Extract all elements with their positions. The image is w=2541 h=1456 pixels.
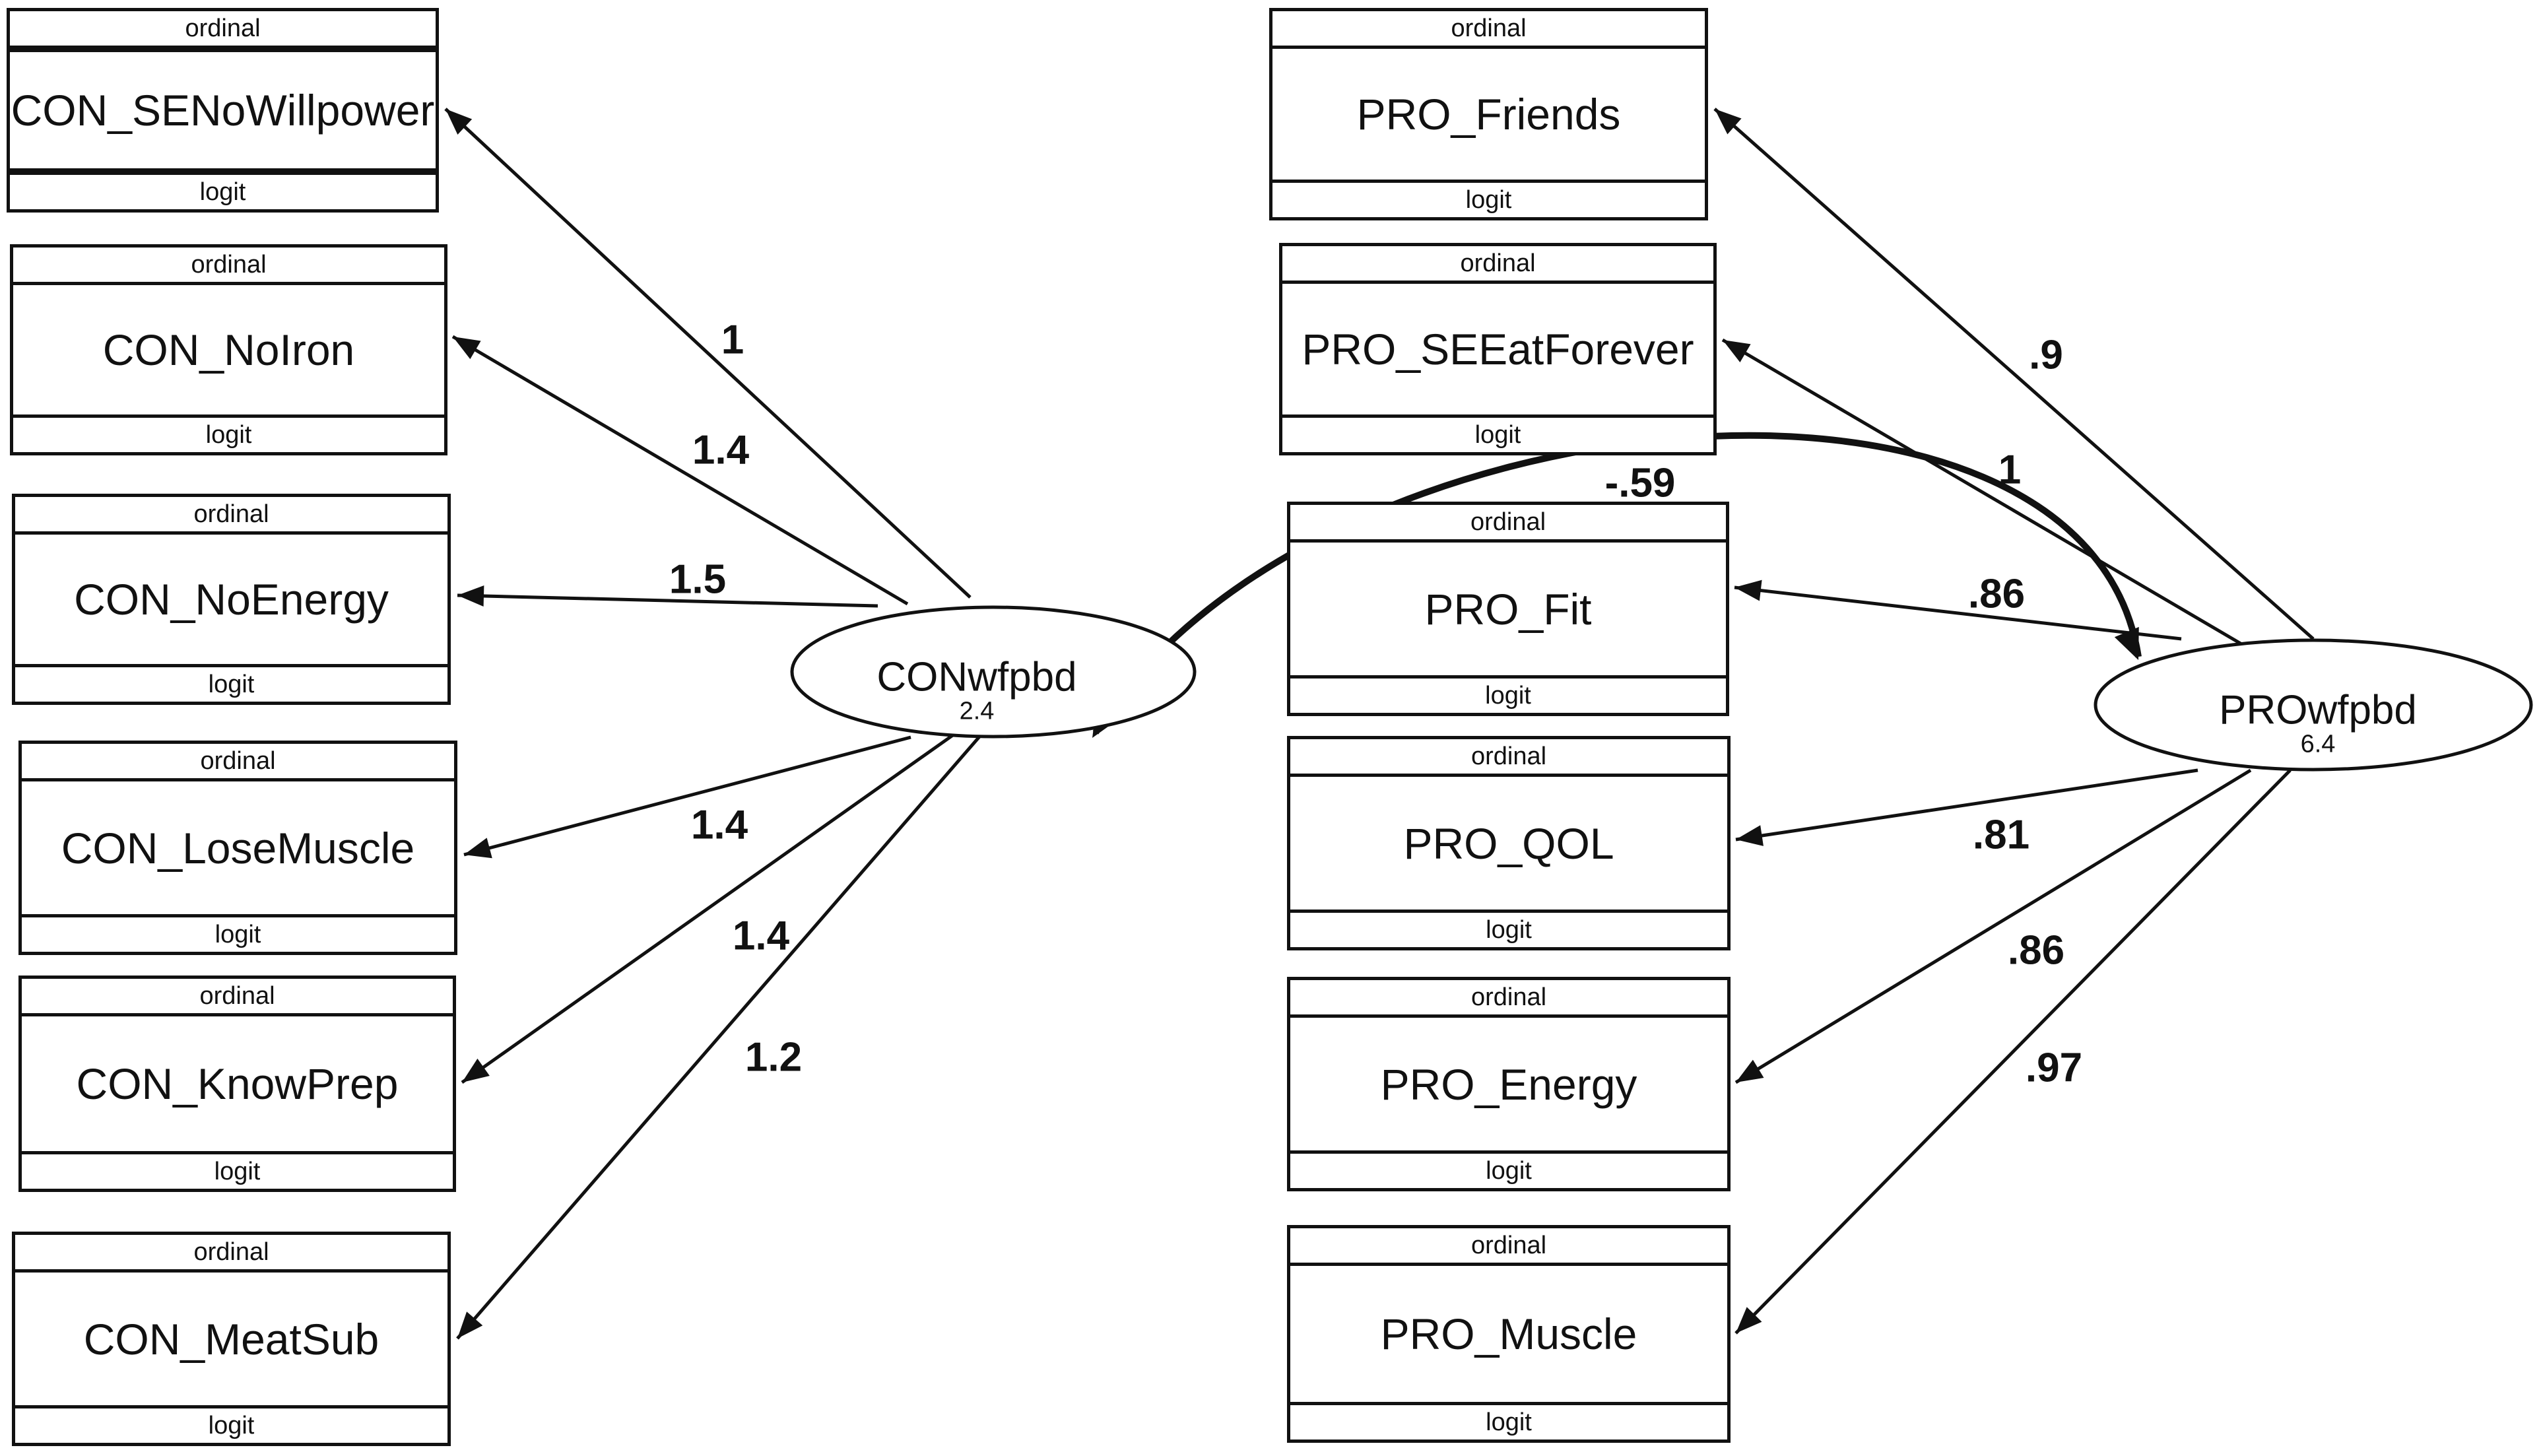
latent-variance: 6.4 (2300, 730, 2336, 758)
arrow-con-losemuscle-head (464, 838, 492, 859)
arrow-pro-muscle-head (1736, 1307, 1762, 1333)
loading-pro-fit: .86 (1967, 571, 2026, 617)
arrow-con-losemuscle (463, 735, 911, 857)
indicator-label: CON_NoEnergy (74, 575, 389, 624)
indicator-link: logit (1290, 675, 1726, 713)
latent-con: CONwfpbd 2.4 (876, 655, 1076, 723)
indicator-box-con-noiron: ordinal CON_NoIron logit (10, 244, 447, 455)
indicator-link: logit (15, 664, 447, 702)
arrow-con-senowillpower (444, 108, 972, 599)
indicator-label: PRO_QOL (1403, 818, 1614, 868)
arrow-con-senowillpower-head (446, 109, 473, 135)
indicator-link: logit (1290, 1402, 1727, 1439)
arrow-pro-muscle (1734, 769, 2292, 1335)
indicator-type: ordinal (1282, 246, 1713, 284)
indicator-link: logit (10, 168, 436, 209)
indicator-box-con-senowillpower: ordinal CON_SENoWillpower logit (7, 8, 439, 213)
arrow-con-knowprep-head (462, 1058, 490, 1082)
arrow-con-knowprep (461, 733, 955, 1084)
indicator-box-con-knowprep: ordinal CON_KnowPrep logit (18, 976, 456, 1192)
latent-variance: 2.4 (959, 697, 995, 725)
loading-pro-energy: .86 (2007, 927, 2065, 974)
arrow-pro-seeatforever-head (1723, 340, 1751, 363)
loading-arrows (444, 108, 2315, 1340)
indicator-label: CON_NoIron (102, 325, 355, 374)
indicator-label: PRO_Energy (1380, 1059, 1637, 1109)
latent-ellipse-pro (2094, 638, 2533, 772)
loading-con-noenergy: 1.5 (669, 556, 727, 603)
covariance-label: -.59 (1604, 460, 1676, 506)
arrow-con-noiron (451, 335, 909, 606)
arrow-pro-qol (1735, 768, 2198, 842)
indicator-link: logit (1290, 910, 1727, 947)
indicator-link: logit (13, 414, 444, 452)
indicator-label: CON_MeatSub (83, 1314, 380, 1364)
indicator-label: PRO_SEEatForever (1302, 325, 1694, 374)
indicator-type: ordinal (10, 11, 436, 52)
indicator-type: ordinal (15, 1235, 447, 1273)
arrow-pro-qol-head (1736, 825, 1764, 846)
loading-con-knowprep: 1.4 (732, 913, 790, 959)
arrow-pro-energy-head (1736, 1059, 1764, 1082)
indicator-box-pro-friends: ordinal PRO_Friends logit (1269, 8, 1708, 220)
arrow-pro-energy (1734, 768, 2252, 1084)
indicator-link: logit (1272, 180, 1705, 217)
indicator-type: ordinal (22, 744, 454, 781)
arrow-pro-friends (1713, 108, 2315, 640)
latent-pro: PROwfpbd 6.4 (2219, 688, 2417, 756)
loading-pro-muscle: .97 (2025, 1045, 2083, 1091)
indicator-label: CON_KnowPrep (76, 1059, 399, 1108)
indicator-label: PRO_Fit (1424, 584, 1592, 634)
indicator-type: ordinal (22, 979, 453, 1016)
indicator-link: logit (15, 1405, 447, 1443)
loading-con-meatsub: 1.2 (744, 1034, 803, 1080)
loading-pro-friends: .9 (2029, 332, 2063, 378)
indicator-type: ordinal (1290, 739, 1727, 777)
indicator-box-pro-fit: ordinal PRO_Fit logit (1287, 502, 1729, 716)
indicator-box-pro-energy: ordinal PRO_Energy logit (1287, 977, 1731, 1191)
indicator-label: PRO_Muscle (1380, 1309, 1637, 1358)
indicator-box-pro-qol: ordinal PRO_QOL logit (1287, 736, 1731, 950)
indicator-type: ordinal (1290, 505, 1726, 543)
latent-name: CONwfpbd (876, 654, 1077, 700)
indicator-type: ordinal (1272, 11, 1705, 49)
loading-con-senowillpower: 1 (721, 317, 744, 363)
indicator-link: logit (1290, 1150, 1727, 1188)
indicator-box-pro-seeatforever: ordinal PRO_SEEatForever logit (1279, 243, 1717, 455)
indicator-link: logit (22, 1151, 453, 1189)
indicator-type: ordinal (1290, 980, 1727, 1018)
indicator-box-con-losemuscle: ordinal CON_LoseMuscle logit (18, 741, 457, 955)
indicator-label: PRO_Friends (1356, 90, 1621, 139)
arrow-pro-seeatforever (1721, 338, 2245, 647)
loading-con-losemuscle: 1.4 (690, 802, 748, 848)
latent-name: PROwfpbd (2219, 687, 2417, 733)
arrow-con-noenergy-head (457, 585, 484, 607)
indicator-label: CON_SENoWillpower (11, 86, 435, 135)
indicator-type: ordinal (15, 497, 447, 535)
indicator-link: logit (1282, 414, 1713, 452)
loading-pro-seeatforever: 1 (1998, 447, 2022, 493)
arrow-con-noenergy (457, 593, 878, 608)
indicator-box-con-noenergy: ordinal CON_NoEnergy logit (12, 494, 451, 705)
indicator-type: ordinal (1290, 1228, 1727, 1266)
arrow-con-meatsub-head (457, 1311, 483, 1339)
indicator-label: CON_LoseMuscle (61, 823, 415, 873)
covariance-head-pro (2114, 626, 2139, 660)
indicator-box-con-meatsub: ordinal CON_MeatSub logit (12, 1232, 451, 1446)
arrow-con-meatsub (456, 735, 981, 1340)
arrow-pro-friends-head (1715, 109, 1742, 135)
loading-pro-qol: .81 (1972, 812, 2030, 858)
indicator-box-pro-muscle: ordinal PRO_Muscle logit (1287, 1225, 1731, 1443)
latent-ellipse-con (790, 605, 1197, 739)
indicator-type: ordinal (13, 248, 444, 285)
loading-con-noiron: 1.4 (692, 427, 750, 473)
arrow-pro-fit (1734, 585, 2182, 641)
arrow-pro-fit-head (1734, 579, 1762, 601)
arrow-con-noiron-head (453, 337, 481, 360)
indicator-link: logit (22, 914, 454, 952)
